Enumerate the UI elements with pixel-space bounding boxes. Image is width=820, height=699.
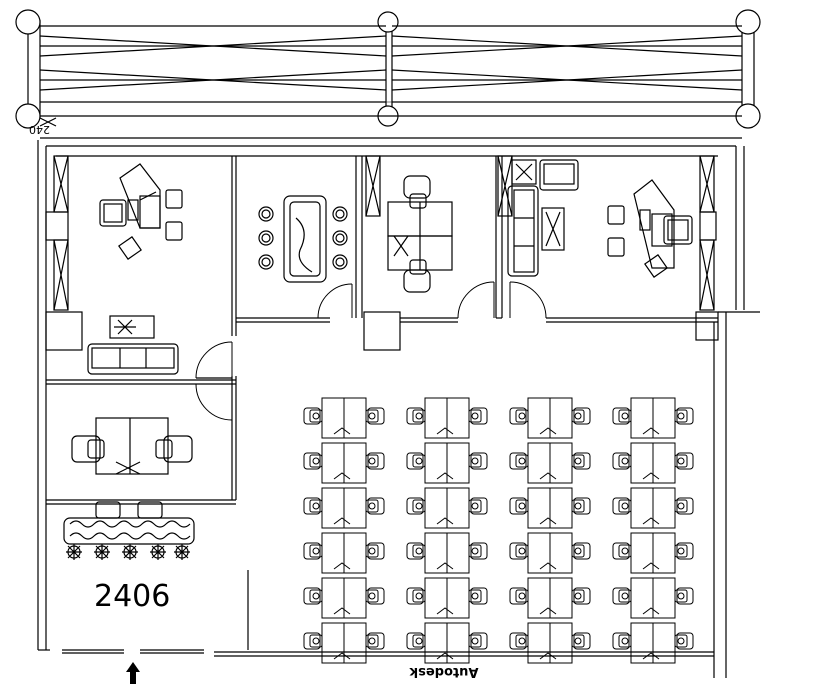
chair-icon [118, 236, 142, 260]
sofa-icon [87, 343, 179, 375]
entrance-threshold [62, 649, 204, 654]
window-panels [45, 155, 719, 351]
workstation-cluster [612, 442, 694, 484]
workstation-cluster [406, 397, 488, 439]
workstation-cluster [406, 442, 488, 484]
workstation-cluster [612, 397, 694, 439]
office-center [387, 175, 453, 293]
workstation-cluster [303, 442, 385, 484]
chair-icon [99, 189, 183, 241]
stool-icon [258, 206, 348, 270]
workstation-cluster [406, 532, 488, 574]
workstation-cluster [406, 577, 488, 619]
workstation-cluster [612, 487, 694, 529]
workstation-cluster [303, 397, 385, 439]
desk-icon [95, 417, 169, 475]
dimension-label: 240 [29, 123, 50, 136]
workstation-cluster [509, 622, 591, 664]
workstation-cluster [509, 442, 591, 484]
workstation-cluster [303, 577, 385, 619]
workstation-cluster [303, 487, 385, 529]
workstation-cluster [406, 487, 488, 529]
workstation-cluster [406, 622, 488, 664]
desk-icon [633, 179, 675, 269]
chair-icon [607, 205, 693, 278]
chair-icon [71, 435, 193, 463]
office-top-right [507, 159, 693, 278]
workstation-cluster [509, 487, 591, 529]
office-top-left [87, 163, 183, 375]
plant-icon [511, 159, 565, 251]
workstation-cluster [303, 532, 385, 574]
workstation-cluster [612, 532, 694, 574]
reception-counter [63, 501, 195, 545]
autodesk-watermark: Autodesk [409, 664, 478, 679]
sofa-icon [507, 159, 579, 277]
workstation-grid [303, 397, 694, 664]
workstation-cluster [303, 622, 385, 664]
office-lower-left [71, 417, 193, 475]
workstation-cluster [612, 577, 694, 619]
workstation-cluster [509, 577, 591, 619]
room-number: 2406 [94, 579, 170, 614]
desk-icon [283, 195, 327, 283]
desk-icon [119, 163, 161, 229]
workstation-cluster [509, 397, 591, 439]
workstation-cluster [612, 622, 694, 664]
chair-icon [403, 175, 431, 293]
interior-walls [46, 156, 718, 505]
workstation-cluster [509, 532, 591, 574]
roof-truss [15, 9, 761, 139]
entrance-arrow-icon [126, 662, 140, 684]
dimension-marker [39, 117, 57, 127]
plant-icon [109, 315, 155, 339]
plant-icon [66, 544, 190, 560]
door-swing-icon [195, 281, 547, 421]
meeting-room [258, 195, 348, 283]
